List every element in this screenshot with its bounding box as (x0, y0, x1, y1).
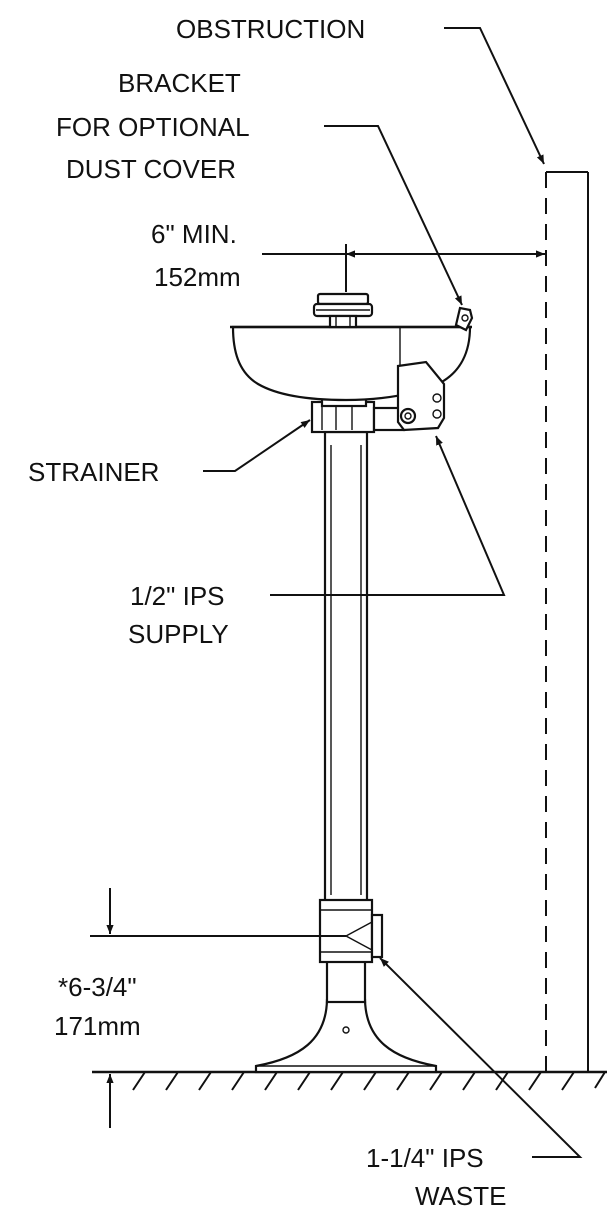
valve-body (396, 360, 446, 432)
bracket-label-line-3: DUST COVER (66, 154, 236, 184)
bracket-label-line-2: FOR OPTIONAL (56, 112, 250, 142)
obstruction-leader (444, 27, 545, 165)
supply-label-text: SUPPLY (128, 619, 229, 649)
floor (92, 1070, 607, 1091)
pedestal-foot (254, 998, 438, 1074)
supply-label-size: 1/2" IPS (130, 581, 225, 611)
strainer-leader (203, 419, 311, 472)
height-label-inches: *6-3/4" (58, 972, 137, 1002)
waste-label-text: WASTE (415, 1181, 506, 1211)
height-dimension (90, 888, 346, 1128)
pedestal-column (323, 430, 369, 1004)
clearance-label-inches: 6" MIN. (151, 219, 237, 249)
waste-tee (318, 898, 384, 964)
height-label-mm: 171mm (54, 1011, 141, 1041)
bracket-leader (324, 125, 463, 306)
bracket-label-line-1: BRACKET (118, 68, 241, 98)
obstruction-wall (545, 171, 589, 1072)
strainer-label: STRAINER (28, 457, 159, 487)
supply-leader (270, 435, 506, 596)
dust-cover-bracket (454, 306, 474, 332)
strainer-fitting (310, 396, 406, 434)
obstruction-label: OBSTRUCTION (176, 14, 365, 44)
waste-label-size: 1-1/4" IPS (366, 1143, 484, 1173)
clearance-label-mm: 152mm (154, 262, 241, 292)
eyewash-head (312, 244, 374, 329)
waste-leader (379, 957, 583, 1158)
